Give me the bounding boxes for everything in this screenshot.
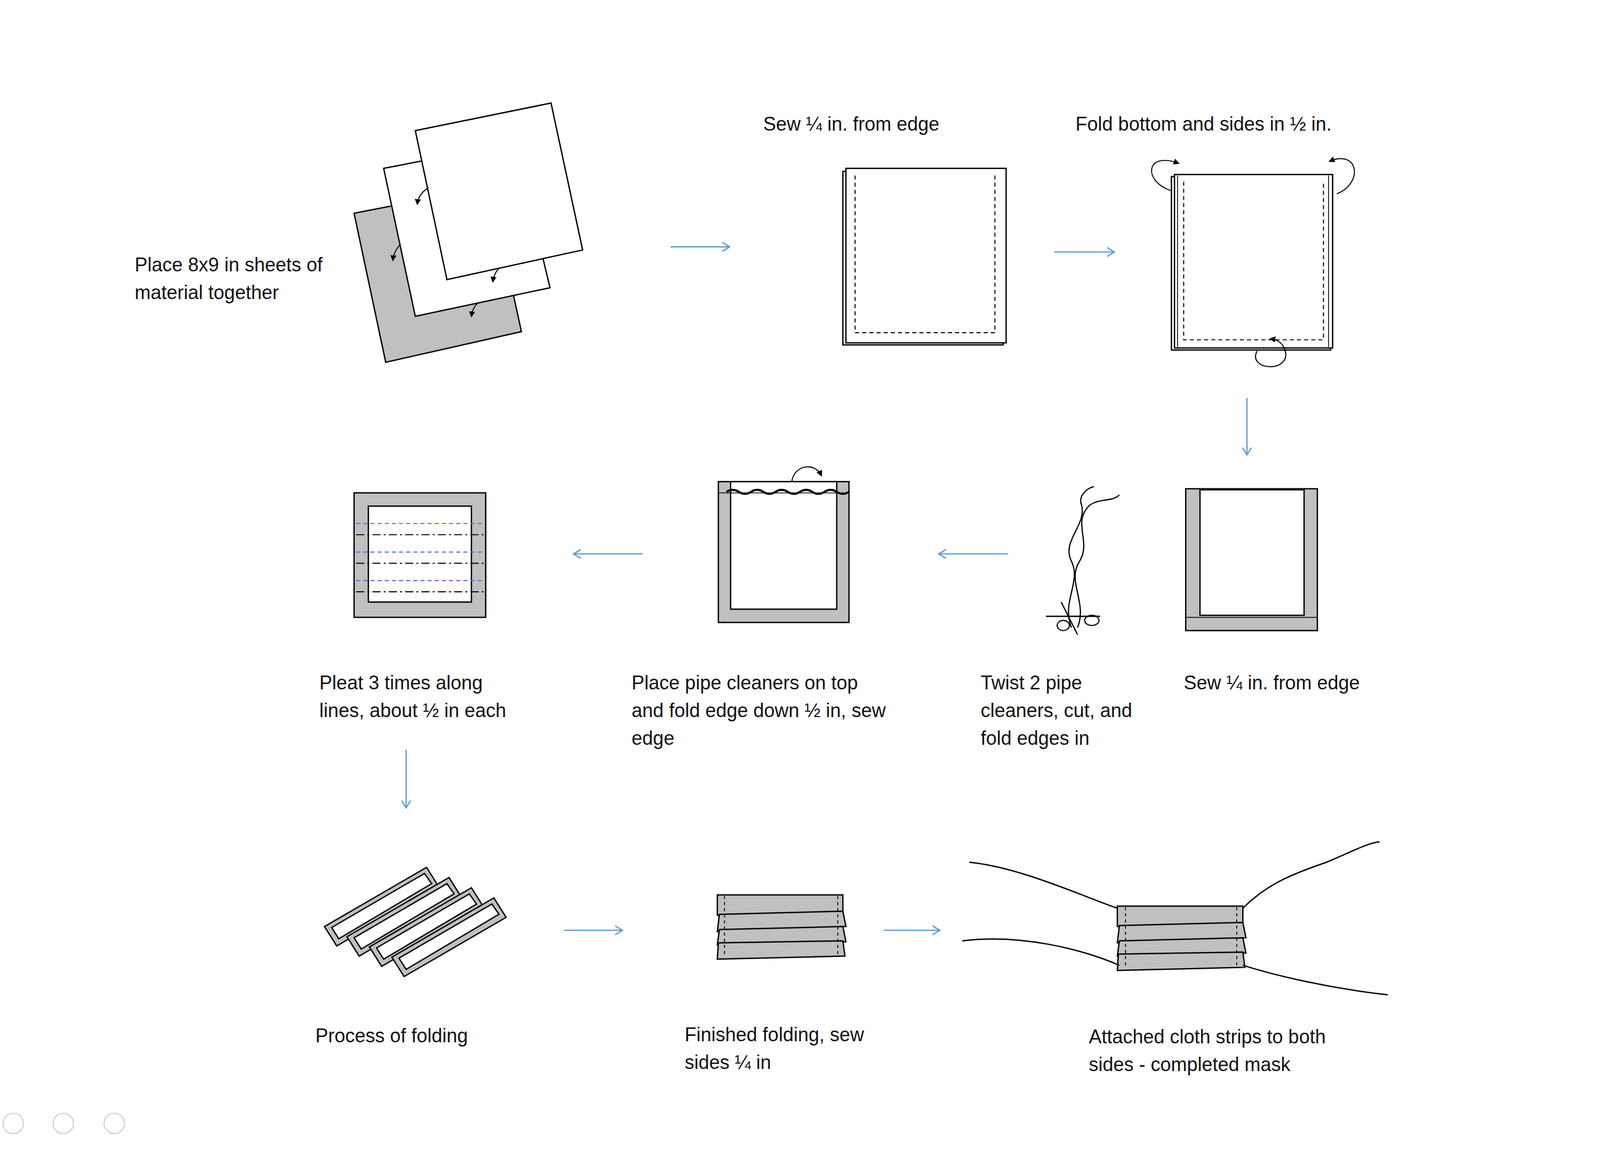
arrow-line xyxy=(670,246,730,248)
process-step: Fold bottom and sides in ½ in. xyxy=(1114,147,1367,398)
step-caption: Sew ¼ in. from edge xyxy=(1183,669,1398,698)
arrow-head xyxy=(932,926,940,936)
process-step: Finished folding, sew sides ¼ in xyxy=(622,877,884,1082)
arrow-head xyxy=(938,549,947,559)
flow-arrow xyxy=(401,749,411,808)
arrow-line xyxy=(1053,251,1115,253)
step-caption: Fold bottom and sides in ½ in. xyxy=(1075,110,1382,139)
arrow-head xyxy=(1107,247,1115,257)
flow-arrow xyxy=(938,549,1008,559)
flow-arrow xyxy=(1242,397,1252,455)
arrow-line xyxy=(883,930,940,932)
arrow-head xyxy=(614,926,623,936)
flow-arrow xyxy=(670,242,730,252)
step-caption: Process of folding xyxy=(315,1022,520,1051)
process-step: Place pipe cleaners on top and fold edge… xyxy=(642,464,939,634)
process-step: Sew ¼ in. from edge xyxy=(729,153,1054,352)
step-caption: Place pipe cleaners on top and fold edge… xyxy=(631,669,892,753)
arrow-head xyxy=(573,549,581,559)
process-step: Sew ¼ in. from edge xyxy=(1173,454,1327,638)
arrow-head xyxy=(401,801,411,809)
step-caption: Attached cloth strips to both sides - co… xyxy=(1088,1023,1375,1079)
flow-arrow xyxy=(573,549,643,559)
process-step: Attached cloth strips to both sides - co… xyxy=(939,836,1408,1082)
step-caption: Twist 2 pipe cleaners, cut, and fold edg… xyxy=(980,669,1165,753)
arrow-line xyxy=(573,553,643,555)
flow-arrow xyxy=(564,926,623,936)
arrow-line xyxy=(938,553,1008,555)
arrow-line xyxy=(1246,397,1248,455)
process-step: Process of folding xyxy=(306,808,565,1056)
step-caption: Pleat 3 times along lines, about ½ in ea… xyxy=(319,669,529,725)
step-caption: Sew ¼ in. from edge xyxy=(763,110,978,139)
flow-arrow xyxy=(883,926,940,936)
process-step: Place 8x9 in sheets of material together xyxy=(347,97,671,368)
arrow-line xyxy=(564,930,623,932)
arrow-line xyxy=(405,749,407,808)
process-step: Twist 2 pipe cleaners, cut, and fold edg… xyxy=(1008,479,1133,643)
arrow-head xyxy=(722,242,730,252)
flow-arrow xyxy=(1053,247,1115,257)
step-caption: Finished folding, sew sides ¼ in xyxy=(684,1021,904,1077)
arrow-head xyxy=(1242,448,1252,456)
step-caption: Place 8x9 in sheets of material together xyxy=(134,251,334,307)
process-step: Pleat 3 times along lines, about ½ in ea… xyxy=(336,479,574,750)
